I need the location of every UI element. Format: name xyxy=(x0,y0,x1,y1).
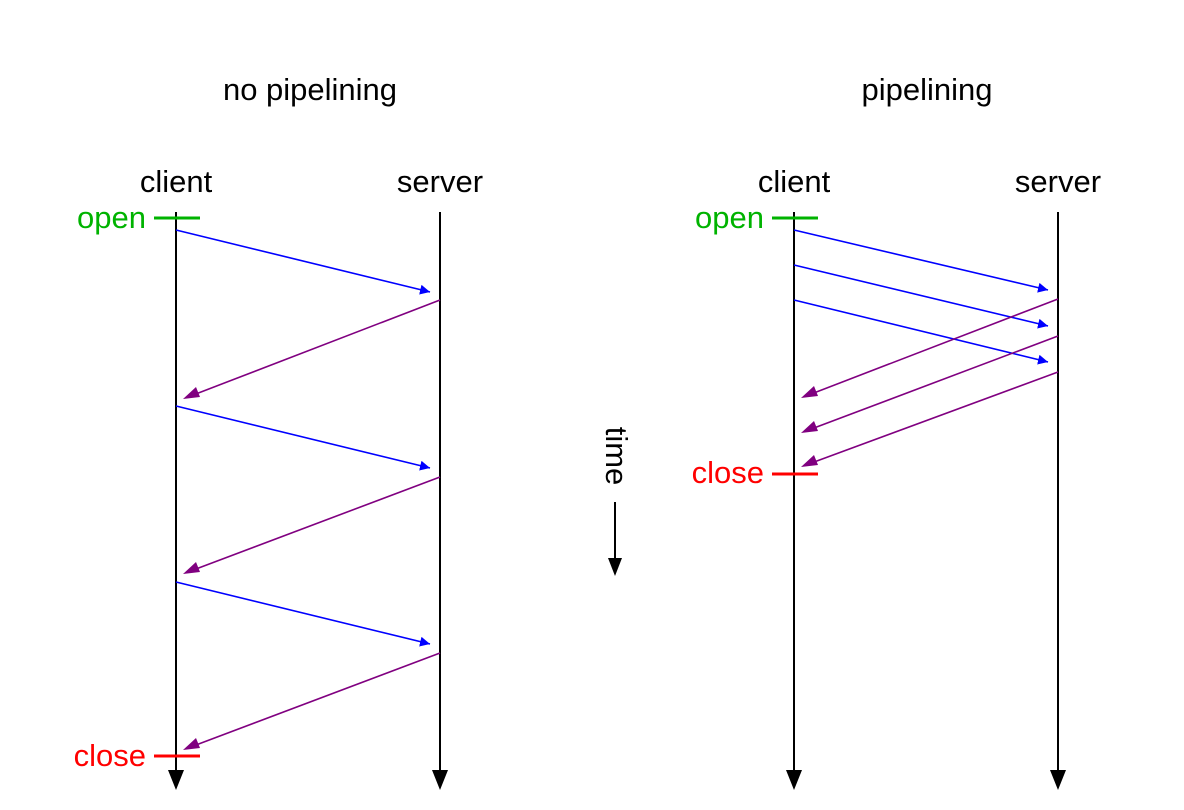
close-label: close xyxy=(74,738,146,773)
close-marker: close xyxy=(74,738,200,773)
panel-title: no pipelining xyxy=(223,72,397,107)
close-marker: close xyxy=(692,455,818,490)
time-axis: time xyxy=(599,427,634,576)
response-arrow-2 xyxy=(187,476,441,573)
response-arrow-1 xyxy=(187,299,441,398)
open-marker: open xyxy=(695,200,818,235)
request-arrow-2 xyxy=(175,405,431,471)
time-arrowhead xyxy=(608,558,622,576)
open-label: open xyxy=(77,200,146,235)
client-lifeline-arrowhead xyxy=(168,770,184,790)
panel-title: pipelining xyxy=(862,72,993,107)
time-label: time xyxy=(599,427,634,486)
response-arrowhead-2 xyxy=(801,421,818,433)
response-arrow-3 xyxy=(805,371,1059,466)
panel-no-pipelining: no pipelining client server open close xyxy=(74,72,483,790)
response-arrowhead-1 xyxy=(801,386,818,398)
server-lifeline-arrowhead xyxy=(1050,770,1066,790)
server-label: server xyxy=(1015,164,1101,199)
response-arrowhead-1 xyxy=(183,387,200,399)
response-arrowhead-3 xyxy=(801,455,818,467)
response-arrowhead-2 xyxy=(183,562,200,574)
request-arrow-1 xyxy=(175,229,431,295)
server-label: server xyxy=(397,164,483,199)
response-arrow-3 xyxy=(187,652,441,749)
client-label: client xyxy=(140,164,213,199)
request-arrow-2 xyxy=(793,264,1049,329)
open-label: open xyxy=(695,200,764,235)
response-arrowhead-3 xyxy=(183,738,200,750)
request-arrow-1 xyxy=(793,229,1049,293)
client-lifeline-arrowhead xyxy=(786,770,802,790)
client-label: client xyxy=(758,164,831,199)
response-arrow-2 xyxy=(805,335,1059,432)
request-arrow-3 xyxy=(793,299,1049,365)
server-lifeline-arrowhead xyxy=(432,770,448,790)
panel-pipelining: pipelining client server open close xyxy=(692,72,1101,790)
response-arrow-1 xyxy=(805,298,1059,397)
request-arrow-3 xyxy=(175,581,431,647)
close-label: close xyxy=(692,455,764,490)
open-marker: open xyxy=(77,200,200,235)
